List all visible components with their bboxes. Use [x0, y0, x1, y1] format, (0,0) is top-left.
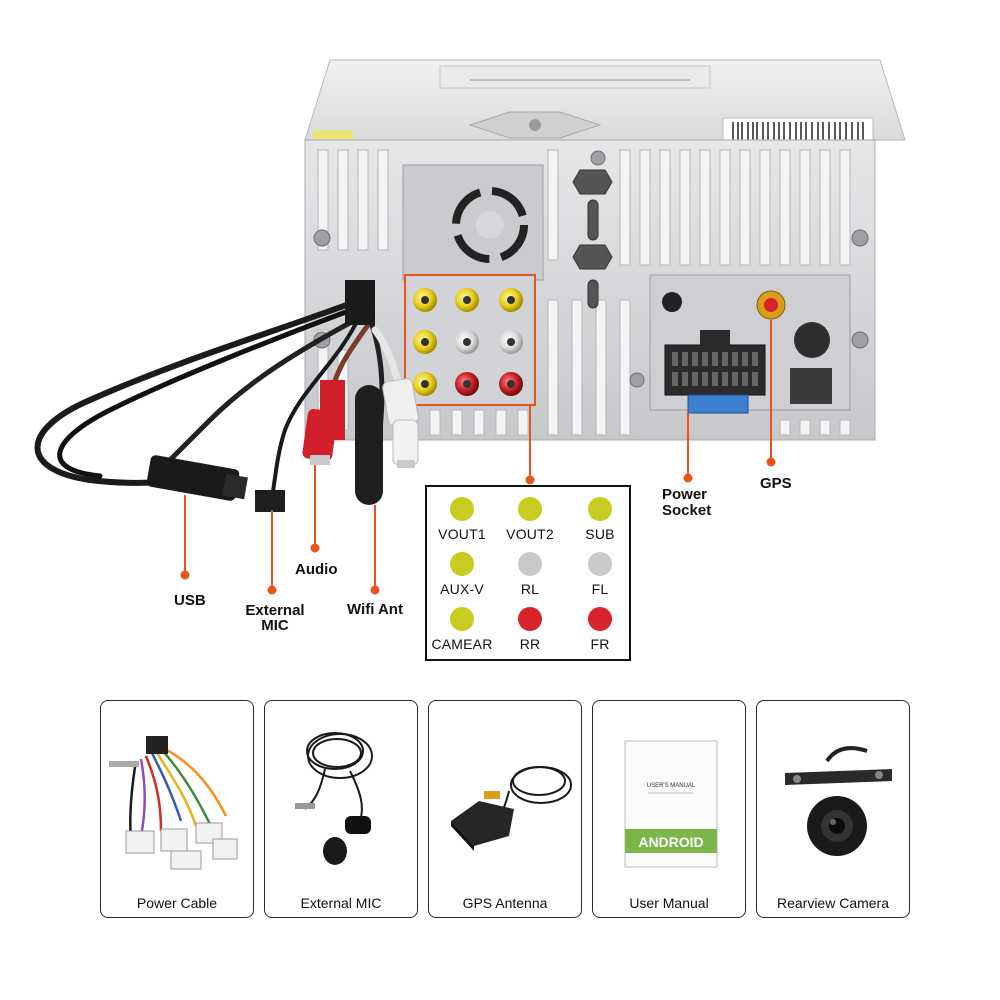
- legend-label: RL: [520, 581, 540, 597]
- rearview-camera-icon: [785, 746, 892, 856]
- wifi-ant-callout: Wifi Ant: [347, 601, 403, 618]
- power-socket-callout: Power Socket: [662, 486, 712, 519]
- legend-item: CAMEAR: [427, 607, 497, 652]
- legend-label: SUB: [585, 526, 615, 542]
- rca-jack-row-3: [413, 372, 523, 396]
- accessory-label: Rearview Camera: [776, 895, 890, 911]
- gps-callout: GPS: [760, 475, 792, 492]
- head-unit-rear-photo: [34, 59, 906, 595]
- chassis-rear-panel: [304, 139, 876, 441]
- legend-dot: [518, 607, 542, 631]
- rca-legend: VOUT1 VOUT2 SUB AUX-V RL FL CAMEAR RR FR: [425, 485, 631, 661]
- usb-callout: USB: [174, 592, 206, 609]
- legend-dot: [450, 552, 474, 576]
- legend-item: SUB: [565, 497, 635, 542]
- accessory-card-gps-antenna: GPS Antenna: [428, 700, 582, 918]
- legend-dot: [450, 497, 474, 521]
- legend-label: VOUT1: [438, 526, 486, 542]
- power-cable-icon: [109, 736, 238, 870]
- harness-plug: [345, 280, 375, 325]
- accessory-label: Power Cable: [136, 895, 218, 911]
- legend-item: VOUT2: [495, 497, 565, 542]
- legend-label: AUX-V: [440, 581, 484, 597]
- mic-plug: [255, 490, 285, 512]
- legend-dot: [518, 552, 542, 576]
- power-socket: [664, 330, 766, 414]
- legend-dot: [588, 552, 612, 576]
- legend-item: FR: [565, 607, 635, 652]
- callout-lines: [180, 320, 776, 595]
- rca-jack-row-2: [413, 330, 523, 354]
- accessory-card-power-cable: Power Cable: [100, 700, 254, 918]
- barcode: [732, 122, 864, 140]
- rca-jack-row-1: [413, 288, 523, 312]
- cooling-fan: [402, 164, 544, 281]
- legend-item: AUX-V: [427, 552, 497, 597]
- wifi-antenna: [355, 385, 383, 505]
- microphone-icon: [295, 732, 373, 865]
- user-manual-icon: USER'S MANUAL ANDROID: [624, 740, 718, 868]
- gps-connector: [756, 290, 786, 320]
- manual-title: USER'S MANUAL: [647, 783, 696, 789]
- android-logo-text: ANDROID: [638, 834, 703, 850]
- legend-item: RR: [495, 607, 565, 652]
- legend-label: VOUT2: [506, 526, 554, 542]
- chassis-top: [304, 59, 906, 145]
- legend-label: RR: [519, 636, 541, 652]
- legend-dot: [518, 497, 542, 521]
- accessory-label: User Manual: [629, 895, 709, 911]
- gps-antenna-icon: [451, 766, 572, 851]
- legend-label: CAMEAR: [431, 636, 493, 652]
- audio-callout: Audio: [295, 561, 338, 578]
- external-mic-callout: External MIC: [245, 602, 305, 634]
- rca-output-panel: [404, 274, 536, 406]
- connector-panel: [649, 274, 851, 414]
- accessory-label: External MIC: [300, 895, 382, 911]
- usb-plug: [146, 455, 248, 501]
- legend-item: VOUT1: [427, 497, 497, 542]
- accessory-label: GPS Antenna: [462, 895, 548, 911]
- legend-dot: [588, 607, 612, 631]
- legend-dot: [588, 497, 612, 521]
- accessory-card-external-mic: External MIC: [264, 700, 418, 918]
- audio-rca-plugs: [302, 378, 419, 468]
- legend-label: FL: [591, 581, 609, 597]
- accessory-card-user-manual: USER'S MANUAL ANDROID User Manual: [592, 700, 746, 918]
- legend-label: FR: [590, 636, 610, 652]
- accessory-card-rearview-camera: Rearview Camera: [756, 700, 910, 918]
- legend-item: FL: [565, 552, 635, 597]
- legend-dot: [450, 607, 474, 631]
- legend-item: RL: [495, 552, 565, 597]
